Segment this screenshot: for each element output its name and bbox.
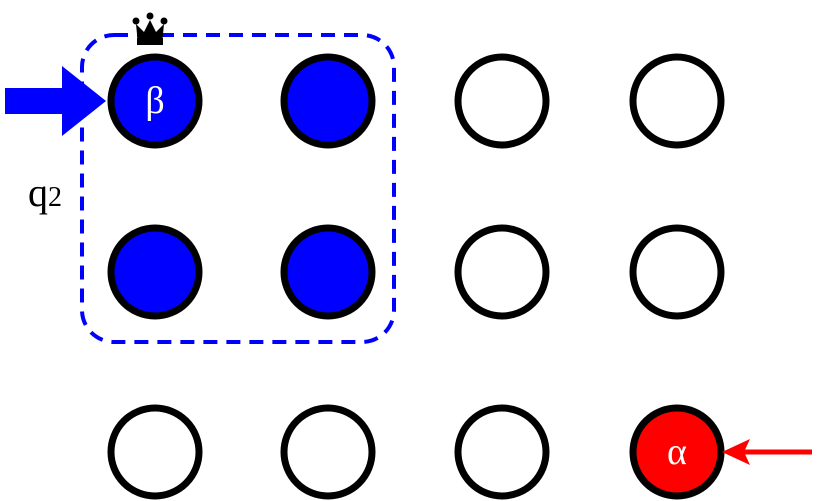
node-circle [454,224,550,320]
red-arrow-icon [722,439,812,465]
node-label: β [145,80,164,122]
grid-node-r0-c0: β [107,53,203,149]
node-circle [107,53,203,149]
node-circle [629,53,725,149]
node-label: α [667,431,687,473]
node-circle [107,404,203,500]
nodes-layer: βα [107,53,725,500]
node-circle [629,224,725,320]
grid-node-r0-c1 [280,53,376,149]
grid-node-r1-c2 [454,224,550,320]
node-circle [629,404,725,500]
node-circle [454,53,550,149]
grid-node-r2-c1 [280,404,376,500]
node-circle [280,404,376,500]
node-circle [280,53,376,149]
group-box-q2 [80,33,396,344]
group-label-main: q [28,170,48,215]
grid-node-r0-c3 [629,53,725,149]
group-label-q2: q2 [28,170,62,215]
group-label-sub: 2 [48,182,62,213]
grid-node-r2-c2 [454,404,550,500]
node-circle [107,224,203,320]
grid-node-r1-c0 [107,224,203,320]
grid-node-r1-c3 [629,224,725,320]
blue-arrow-icon [5,66,106,136]
grid-node-r2-c0 [107,404,203,500]
grid-node-r0-c2 [454,53,550,149]
node-circle [454,404,550,500]
crown-icon [132,12,168,45]
node-circle [280,224,376,320]
grid-node-r1-c1 [280,224,376,320]
grid-node-r2-c3: α [629,404,725,500]
